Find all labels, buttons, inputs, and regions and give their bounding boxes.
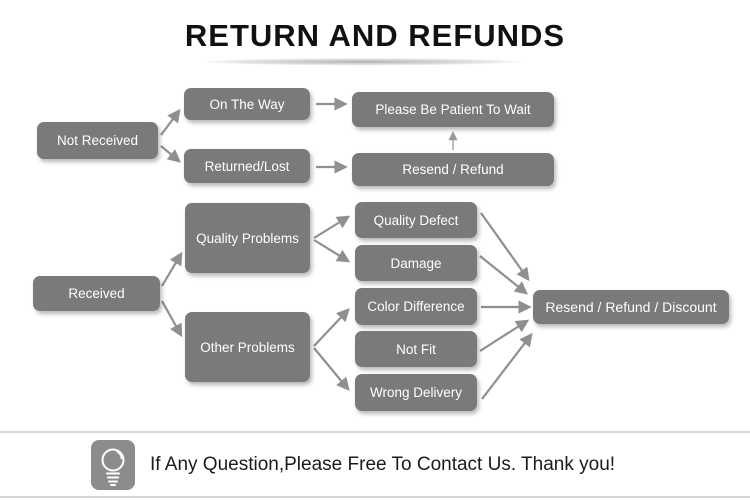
footer-divider-top (0, 431, 750, 433)
light-bulb-icon (91, 440, 135, 490)
node-color-difference: Color Difference (355, 288, 477, 325)
title-underline (153, 53, 573, 69)
arrow-received-to-other-problems (161, 300, 183, 338)
node-not-fit: Not Fit (355, 331, 477, 367)
node-quality-problems: Quality Problems (185, 203, 310, 273)
arrow-damage-to-resend-refund-discount (479, 255, 529, 295)
footer-divider-bottom (0, 496, 750, 498)
node-resend-refund-discount: Resend / Refund / Discount (533, 290, 729, 324)
footer-message: If Any Question,Please Free To Contact U… (150, 454, 616, 475)
arrow-quality-defect-to-resend-refund-discount (480, 212, 530, 282)
arrow-quality-problems-to-quality-defect (313, 215, 351, 239)
arrow-quality-problems-to-damage (313, 239, 351, 263)
node-returned-lost: Returned/Lost (184, 149, 310, 183)
arrow-not-received-to-returned-lost (160, 145, 182, 163)
arrow-other-problems-to-wrong-delivery (313, 347, 350, 392)
node-resend-refund: Resend / Refund (352, 153, 554, 186)
arrow-other-problems-to-color-difference (313, 308, 350, 347)
node-other-problems: Other Problems (185, 312, 310, 382)
page-title: RETURN AND REFUNDS (184, 18, 566, 53)
arrow-wrong-delivery-to-resend-refund-discount (481, 332, 533, 400)
node-on-the-way: On The Way (184, 88, 310, 120)
node-wrong-delivery: Wrong Delivery (355, 374, 477, 411)
node-received: Received (33, 276, 160, 311)
node-quality-defect: Quality Defect (355, 202, 477, 238)
node-damage: Damage (355, 245, 477, 281)
arrow-not-received-to-on-the-way (160, 108, 181, 136)
arrow-not-fit-to-resend-refund-discount (479, 319, 530, 352)
node-not-received: Not Received (37, 122, 158, 159)
node-please-wait: Please Be Patient To Wait (352, 92, 554, 127)
arrow-received-to-quality-problems (161, 251, 183, 287)
